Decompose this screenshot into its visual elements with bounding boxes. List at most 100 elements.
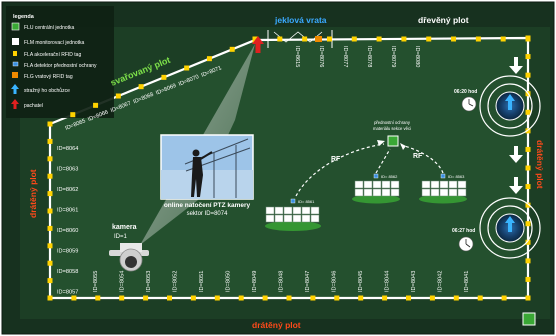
monitoring-unit-right: [419, 173, 467, 204]
rf-target-line2: materiálu sekce věci: [373, 126, 411, 131]
sensor-node: [167, 295, 172, 301]
sensor-node: [382, 295, 388, 301]
sensor-node: [525, 165, 531, 171]
sensor-node: [376, 36, 382, 42]
clock-bottom: [458, 236, 474, 252]
camera-id: ID=1: [114, 234, 128, 240]
gate-rfid-tag: [315, 36, 322, 42]
sensor-id-label: ID=8047: [305, 271, 311, 292]
sensor-id-label: ID=8063: [57, 167, 78, 173]
rf-target-line1: přednostní ochrany: [374, 120, 411, 125]
sensor-id-label: ID=8053: [146, 271, 152, 292]
unit-label: ID= 8562: [381, 174, 398, 179]
sensor-node: [115, 93, 121, 99]
legend-item-flg: FLG vratový RFID tag: [12, 72, 73, 80]
sensor-id-label: ID=8043: [411, 271, 417, 292]
sensor-node: [138, 84, 144, 90]
sensor-node: [190, 295, 196, 301]
sensor-id-label: ID=8052: [173, 271, 179, 292]
sensor-node: [70, 112, 76, 118]
flu-central-unit-corner: [522, 312, 536, 326]
camera-lens-icon: [125, 256, 137, 268]
guard-position-bottom: [479, 197, 541, 259]
wire-fence-right-label: drátěný plot: [535, 140, 545, 189]
sensor-node: [71, 295, 77, 301]
detection-ring: [487, 83, 533, 129]
legend-item-flu: FLU centrální jednotka: [11, 22, 75, 31]
wire-fence-bottom-label: drátěný plot: [252, 320, 301, 330]
sensor-node: [451, 36, 457, 42]
legend-item-intruder: pachatel: [11, 99, 43, 109]
sensor-node: [351, 36, 357, 42]
sensor-node: [47, 173, 53, 179]
camera-snapshot: [160, 134, 254, 200]
sensor-node: [525, 295, 531, 301]
sensor-node: [161, 74, 167, 80]
sensor-node: [525, 202, 531, 208]
sensor-id-label: ID=8042: [438, 271, 444, 292]
sensor-node: [143, 295, 149, 301]
fla-detector-icon: [373, 173, 379, 179]
sensor-node: [501, 295, 507, 301]
sensor-id-label: ID=8079: [390, 46, 396, 67]
sensor-id-label: ID=8080: [414, 46, 420, 67]
guard-icon: [505, 94, 515, 110]
sensor-id-label: ID=8615: [294, 46, 300, 67]
sensor-node: [525, 109, 531, 115]
direction-arrow-icon: [509, 177, 523, 194]
sensor-node: [47, 260, 53, 266]
sensor-node: [310, 295, 316, 301]
fla-detector-icon: [12, 61, 19, 67]
sensor-node: [252, 36, 258, 42]
sensor-id-label: ID=8058: [57, 269, 78, 275]
sensor-node: [93, 102, 99, 108]
legend-item-fla-detector: FLA detektor přednostní ochrany: [12, 61, 97, 69]
sensor-node: [525, 258, 531, 264]
sensor-node: [525, 239, 531, 245]
legend-label: FLM monitorovací jednotka: [24, 40, 85, 46]
legend-label: stražný ho obchůzce: [24, 87, 70, 94]
sensor-node: [47, 138, 53, 144]
sensor-node: [525, 146, 531, 152]
sensor-id-label: ID=8048: [279, 271, 285, 292]
detection-ring: [479, 75, 541, 137]
guard-icon: [11, 84, 19, 94]
camera-caption-line1: online natočení PTZ kamery: [164, 202, 251, 209]
legend-label: FLU centrální jednotka: [24, 25, 75, 31]
sensor-id-label: ID=8046: [332, 271, 338, 292]
sensor-id-label: ID=8064: [57, 146, 78, 152]
sensor-node: [95, 295, 101, 301]
rf-link-right: [400, 144, 444, 174]
sensor-id-label: ID=8077: [342, 46, 348, 67]
sensor-id-label: ID=8041: [464, 271, 470, 292]
legend-item-guard: stražný ho obchůzce: [11, 84, 70, 94]
rf-label-right: RF: [413, 153, 423, 160]
sensor-node: [47, 156, 53, 162]
sensor-node: [286, 295, 292, 301]
sensor-node: [525, 54, 531, 60]
sensor-node: [477, 295, 483, 301]
intruder-icon: [11, 99, 19, 109]
legend-title: legenda: [13, 14, 35, 20]
rf-link-middle: [375, 148, 391, 174]
sensor-id-label: ID=8054: [120, 271, 126, 292]
sensor-id-label: ID=8045: [358, 271, 364, 292]
sensor-node: [525, 36, 531, 42]
legend-label: FLG vratový RFID tag: [24, 74, 73, 80]
wooden-fence-label: dřevěný plot: [418, 15, 469, 25]
flu-central-unit-icon: [11, 22, 20, 31]
time-bottom: 06:27 hod: [452, 228, 475, 234]
sensor-node: [525, 276, 531, 282]
fla-detector-icon: [440, 173, 446, 179]
intruder-marker: [252, 36, 264, 53]
sensor-node: [500, 36, 506, 42]
unit-label: ID= 8563: [448, 174, 465, 179]
legend-label: FLA akcelerační RFID tag: [24, 52, 81, 58]
sensor-node: [47, 225, 53, 231]
monitoring-unit-left: [265, 198, 321, 231]
camera-label: kamera: [112, 224, 137, 231]
legend-label: pachatel: [24, 103, 43, 109]
wire-fence-left-label: drátěný plot: [28, 169, 38, 218]
sensor-node: [214, 295, 220, 301]
